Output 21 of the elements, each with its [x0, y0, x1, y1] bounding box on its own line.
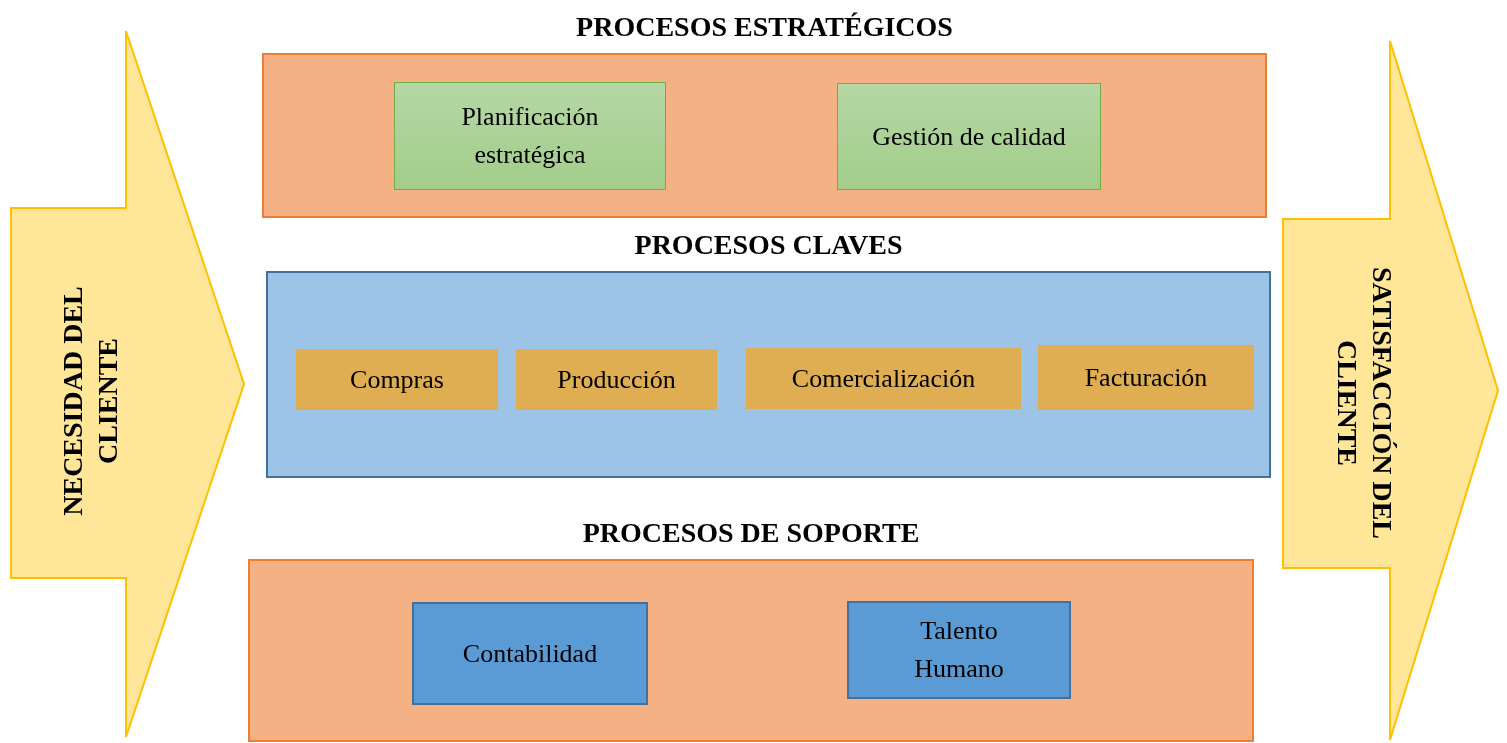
process-label: Facturación	[1084, 361, 1208, 394]
band-heading: PROCESOS DE SOPORTE	[581, 517, 921, 549]
process-label: Gestión de calidad	[872, 120, 1066, 153]
arrow-label: NECESIDAD DEL CLIENTE	[56, 285, 124, 518]
process-box	[296, 349, 498, 410]
process-label: Compras	[350, 363, 444, 396]
process-box	[746, 348, 1021, 409]
band-heading: PROCESOS CLAVES	[633, 229, 904, 261]
process-box	[516, 349, 717, 410]
process-box	[837, 83, 1101, 190]
process-label: Talento Humano	[913, 615, 1005, 685]
process-box	[1038, 345, 1254, 410]
process-box	[394, 82, 666, 190]
process-label: Planificación estratégica	[460, 101, 600, 171]
process-box	[412, 602, 648, 705]
process-label: Contabilidad	[462, 637, 598, 670]
arrow-label: SATISFACCIÓN DEL CLIENTE	[1331, 265, 1399, 541]
process-label: Producción	[557, 363, 676, 396]
process-box	[847, 601, 1071, 699]
band-heading: PROCESOS ESTRATÉGICOS	[575, 11, 954, 43]
process-label: Comercialización	[791, 362, 976, 395]
